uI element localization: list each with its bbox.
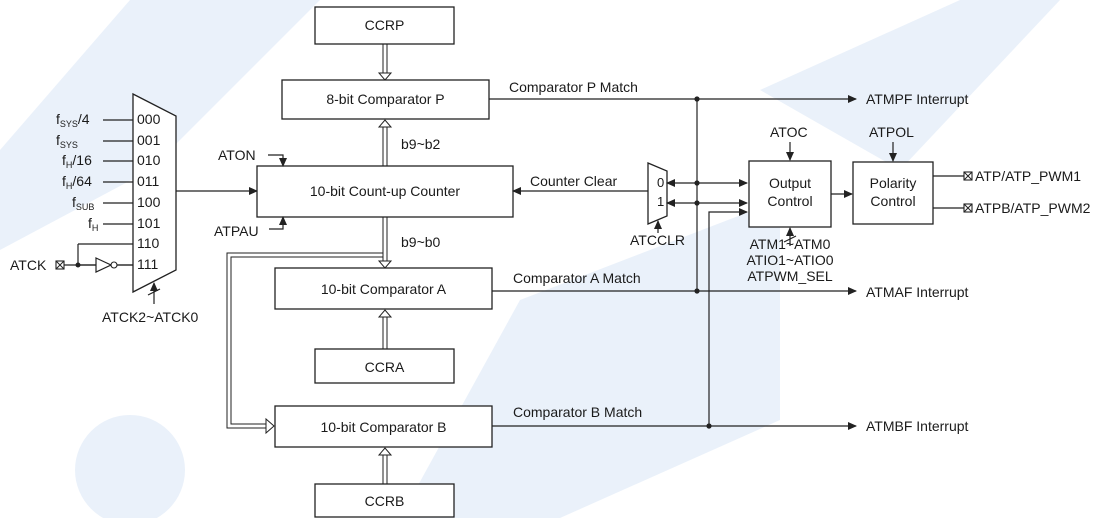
comparator-p-label: 8-bit Comparator P <box>326 91 444 107</box>
match-a-label: Comparator A Match <box>513 270 641 286</box>
atmpf-interrupt-label: ATMPF Interrupt <box>866 91 969 107</box>
mux-code-4: 100 <box>137 194 161 210</box>
atm-bus-slash <box>783 235 797 243</box>
mux-input-labels: fSYS/4 fSYS fH/16 fH/64 fSUB fH <box>56 111 98 233</box>
mux-code-1: 001 <box>137 132 161 148</box>
aton-label: ATON <box>218 147 256 163</box>
bits-b9-b0-label: b9~b0 <box>401 234 441 250</box>
mux-code-3: 011 <box>137 173 160 189</box>
counter-to-comparator-a-bus <box>377 217 393 269</box>
counter-clear-mux-input-0: 0 <box>657 175 664 190</box>
polarity-control-block <box>852 161 934 225</box>
counter-clear-mux <box>647 162 668 225</box>
ccrb-bus <box>377 447 393 484</box>
atpwm-sel-label: ATPWM_SEL <box>747 268 833 284</box>
polarity-control-label-1: Polarity <box>870 175 917 191</box>
atpb-output: ATPB/ATP_PWM2 <box>933 200 1091 216</box>
mux-input-3-label: fH/64 <box>62 173 92 191</box>
polarity-control-label-2: Control <box>870 193 915 209</box>
counter-clear-label: Counter Clear <box>530 173 617 189</box>
atmbf-interrupt-label: ATMBF Interrupt <box>866 418 969 434</box>
mux-input-connections <box>666 179 748 207</box>
atck-input: ATCK <box>10 257 133 273</box>
mux-input-0-label: fSYS/4 <box>56 111 90 129</box>
mux-code-6: 110 <box>137 235 160 251</box>
match-p-path <box>489 95 857 291</box>
ccra-block <box>314 348 455 384</box>
mux-input-1-label: fSYS <box>56 132 78 150</box>
output-control-block <box>748 160 832 228</box>
mux-input-5-label: fH <box>88 215 98 233</box>
atoc-label: ATOC <box>770 124 808 140</box>
match-a-path <box>492 287 857 295</box>
comparator-a-label: 10-bit Comparator A <box>321 281 447 297</box>
atpol-label: ATPOL <box>869 124 914 140</box>
mux-input-2-label: fH/16 <box>62 152 92 170</box>
atck-pin-icon <box>55 260 65 270</box>
counter-to-comparator-b-bus <box>226 252 383 435</box>
mux-input-4-label: fSUB <box>72 194 94 212</box>
ccra-label: CCRA <box>365 359 405 375</box>
atpau-line <box>269 216 287 230</box>
counter-clear-mux-input-1: 1 <box>657 194 664 209</box>
atpau-label: ATPAU <box>214 223 259 239</box>
atpb-label: ATPB/ATP_PWM2 <box>975 200 1091 216</box>
atp-output: ATP/ATP_PWM1 <box>933 168 1081 184</box>
counter-block <box>256 165 514 218</box>
atcclr-label: ATCCLR <box>630 232 685 248</box>
mux-code-7: 111 <box>137 256 158 272</box>
atmaf-interrupt-label: ATMAF Interrupt <box>866 284 969 300</box>
atp-label: ATP/ATP_PWM1 <box>975 168 1081 184</box>
bits-b9-b2-label: b9~b2 <box>401 136 441 152</box>
ccrp-bus <box>377 44 393 81</box>
mux-code-2: 010 <box>137 152 161 168</box>
aton-line <box>268 154 287 167</box>
comparator-a-block <box>274 267 493 310</box>
output-control-label-2: Control <box>767 193 812 209</box>
ccrb-label: CCRB <box>365 493 405 509</box>
atpb-pin-icon <box>963 203 973 213</box>
counter-label: 10-bit Count-up Counter <box>310 183 461 199</box>
counter-to-comparator-p-bus <box>377 119 393 166</box>
mux-code-5: 101 <box>137 215 161 231</box>
inverter-icon <box>95 257 118 273</box>
watermark <box>0 0 1060 518</box>
atm-label: ATM1~ATM0 <box>750 236 831 252</box>
ccrb-block <box>314 483 455 518</box>
atck-select-label: ATCK2~ATCK0 <box>102 309 199 325</box>
comparator-b-block <box>274 405 493 448</box>
atio-label: ATIO1~ATIO0 <box>746 252 833 268</box>
mux-codes: 000 001 010 011 100 101 110 111 <box>137 111 161 272</box>
comparator-b-label: 10-bit Comparator B <box>320 419 446 435</box>
ccra-bus <box>377 309 393 349</box>
atck-label: ATCK <box>10 257 47 273</box>
ccrp-label: CCRP <box>365 17 405 33</box>
mux-select: ATCK2~ATCK0 <box>102 282 199 325</box>
atp-pin-icon <box>963 171 973 181</box>
ccrp-block <box>314 6 455 45</box>
clock-source-mux <box>132 92 177 294</box>
match-b-label: Comparator B Match <box>513 404 642 420</box>
match-p-label: Comparator P Match <box>509 79 638 95</box>
match-b-path <box>492 208 857 430</box>
mux-code-0: 000 <box>137 111 161 127</box>
output-control-label-1: Output <box>769 175 811 191</box>
